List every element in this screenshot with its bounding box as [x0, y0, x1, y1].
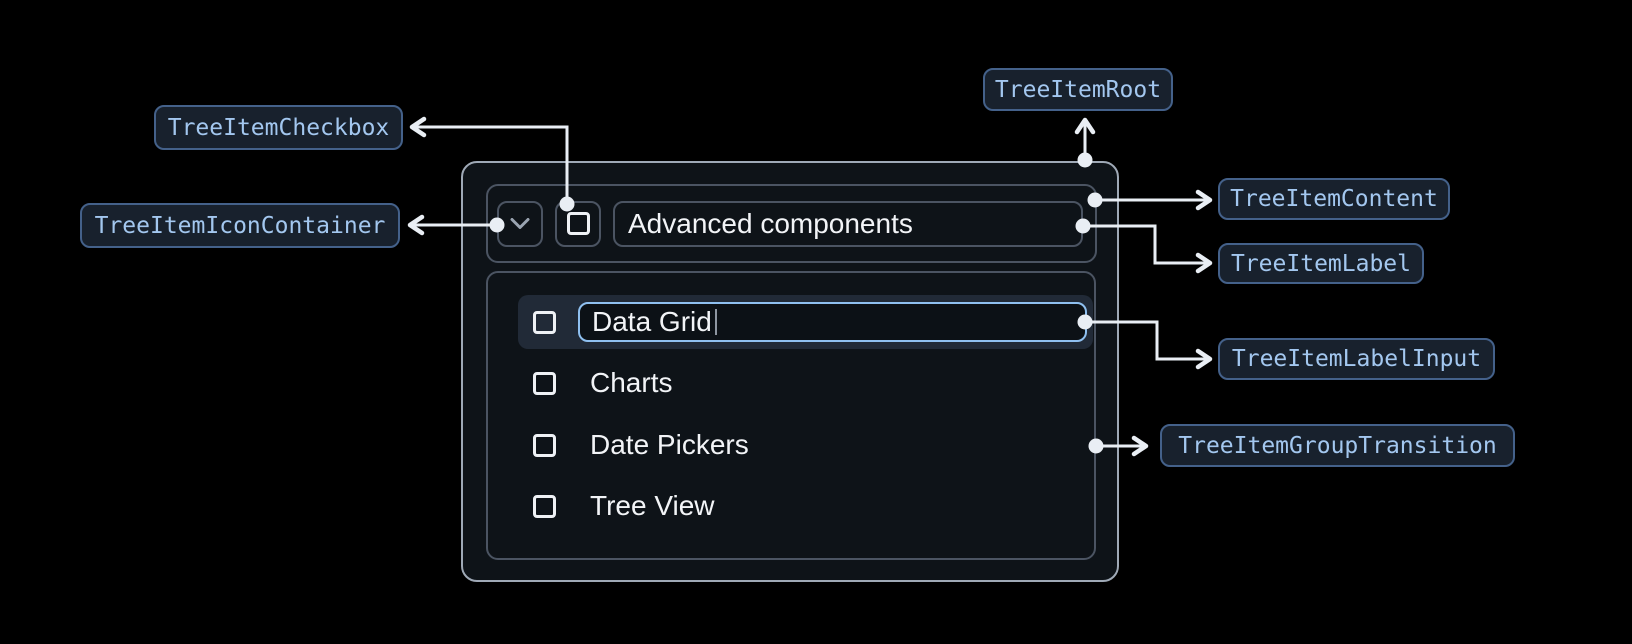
- annotation-tree-item-label-input: TreeItemLabelInput: [1218, 338, 1495, 380]
- tree-item-label-input[interactable]: Data Grid: [578, 302, 1087, 342]
- tree-item-root: [461, 161, 1119, 582]
- tree-row[interactable]: Tree View: [518, 479, 1093, 533]
- row-checkbox[interactable]: [533, 494, 556, 518]
- annotation-tree-item-content: TreeItemContent: [1218, 178, 1450, 220]
- expand-collapse-button[interactable]: [497, 200, 543, 247]
- label-input-value: Data Grid: [592, 306, 712, 337]
- annotation-tree-item-icon-container: TreeItemIconContainer: [80, 203, 400, 248]
- parent-checkbox[interactable]: [566, 212, 590, 235]
- text-caret: [714, 309, 717, 335]
- annotation-tree-item-checkbox: TreeItemCheckbox: [154, 105, 403, 150]
- row-checkbox[interactable]: [533, 433, 556, 457]
- parent-label-text: Advanced components: [628, 207, 913, 239]
- tree-row[interactable]: Date Pickers: [518, 418, 1093, 472]
- annotation-tree-item-root: TreeItemRoot: [983, 68, 1173, 111]
- tree-item-checkbox-container: [555, 200, 601, 247]
- row-label: Tree View: [590, 490, 715, 521]
- chevron-down-icon: [510, 218, 530, 229]
- annotation-tree-item-group-transition: TreeItemGroupTransition: [1160, 424, 1515, 467]
- row-checkbox[interactable]: [533, 371, 556, 395]
- tree-row-editing[interactable]: Data Grid: [518, 295, 1093, 349]
- row-label: Charts: [590, 367, 673, 398]
- tree-item-content[interactable]: Advanced components: [486, 184, 1097, 263]
- row-label: Date Pickers: [590, 429, 749, 460]
- tree-row[interactable]: Charts: [518, 356, 1093, 410]
- annotation-tree-item-label: TreeItemLabel: [1218, 243, 1424, 284]
- tree-item-label[interactable]: Advanced components: [613, 200, 1083, 247]
- row-checkbox[interactable]: [533, 310, 556, 334]
- tree-item-group-transition: [486, 271, 1096, 560]
